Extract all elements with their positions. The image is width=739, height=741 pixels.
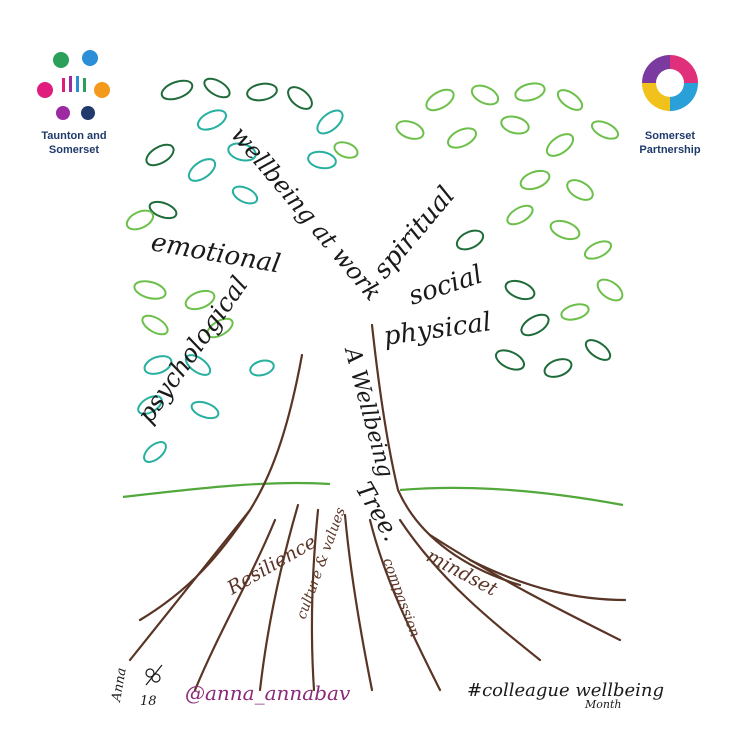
leaves [125, 77, 624, 463]
title-a-wellbeing: A Wellbeing [339, 343, 398, 480]
label-compassion: compassion [379, 556, 422, 640]
somerset-partnership-logo: Somerset Partnership [639, 55, 701, 156]
ground-line [122, 481, 624, 507]
hashtag-line2: Month [584, 698, 621, 711]
left-logo-line1: Taunton and [41, 130, 106, 142]
signature-year: 18 [140, 694, 157, 709]
right-logo-line1: Somerset [645, 130, 695, 142]
label-wellbeing-at-work: wellbeing at work [225, 121, 387, 306]
tree-trunk [128, 323, 627, 692]
label-culture-values: culture & values [294, 505, 349, 621]
tree-title: A Wellbeing Tree. [339, 343, 406, 546]
hashtag: #colleague wellbeing [467, 680, 664, 701]
twitter-handle: @anna_annabav [185, 681, 351, 705]
people-icon [62, 76, 86, 92]
signature-name: Anna [109, 667, 130, 704]
label-social: social [405, 260, 486, 312]
signature-monogram [145, 664, 163, 686]
right-logo-line2: Partnership [639, 144, 700, 156]
label-physical: physical [382, 307, 493, 352]
root-labels: Resilience culture & values compassion m… [223, 505, 502, 639]
taunton-somerset-logo: Taunton and Somerset [37, 50, 110, 156]
label-emotional: emotional [149, 227, 283, 279]
footer: Anna 18 @anna_annabav #colleague wellbei… [109, 664, 664, 711]
left-logo-line2: Somerset [49, 144, 99, 156]
branch-labels: wellbeing at work emotional psychologica… [131, 121, 493, 429]
